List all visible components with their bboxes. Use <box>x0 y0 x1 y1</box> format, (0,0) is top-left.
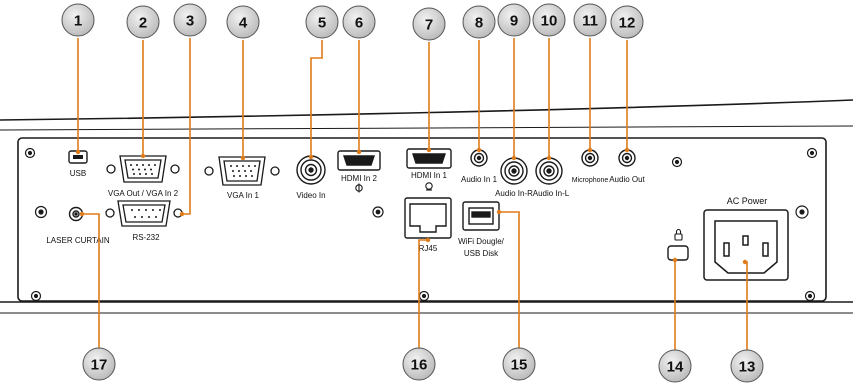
rs232-label: RS-232 <box>132 233 160 242</box>
rs232-port <box>105 200 183 227</box>
callout-10: 10 <box>532 3 566 37</box>
callout-11: 11 <box>573 3 607 37</box>
callout-number: 5 <box>318 15 326 32</box>
audio-in-r-port <box>500 157 528 185</box>
projector-housing <box>0 99 853 314</box>
callout-number: 6 <box>355 15 363 32</box>
rj45-label: RJ45 <box>419 244 438 253</box>
microphone-port <box>581 149 599 167</box>
wifi-label-line1: WiFi Dougle/ <box>458 237 505 246</box>
callout-number: 14 <box>667 359 684 376</box>
audio-in-r-label: Audio In-R <box>495 189 533 198</box>
callout-16: 16 <box>402 347 436 381</box>
callout-3: 3 <box>173 3 207 37</box>
callout-5: 5 <box>305 5 339 39</box>
vga-in1-label: VGA In 1 <box>227 191 260 200</box>
callout-number: 9 <box>510 13 518 30</box>
vga-out-port <box>106 155 180 183</box>
screw <box>34 205 48 219</box>
security-lock-icon <box>674 228 683 241</box>
usb-label: USB <box>70 169 86 178</box>
panel-screws <box>24 147 818 302</box>
callout-number: 13 <box>739 359 756 376</box>
vga-out-label: VGA Out / VGA In 2 <box>108 189 179 198</box>
callout-number: 12 <box>619 15 636 32</box>
callout-7: 7 <box>412 7 446 41</box>
callout-number: 3 <box>186 13 194 30</box>
callout-number: 2 <box>139 15 147 32</box>
audio-in-l-label: Audio In-L <box>533 189 570 198</box>
hdmi1-port <box>406 148 452 169</box>
hdmi2-indicator-icon <box>355 183 363 193</box>
housing-top-edge <box>0 99 853 121</box>
screw <box>30 290 42 302</box>
callout-number: 11 <box>582 13 598 30</box>
laser-curtain-label: LASER CURTAIN <box>46 236 109 245</box>
callout-17: 17 <box>82 347 116 381</box>
callout-1: 1 <box>61 3 95 37</box>
callout-number: 7 <box>425 17 433 34</box>
callout-number: 15 <box>511 357 528 374</box>
callout-4: 4 <box>226 5 260 39</box>
microphone-label: Microphone <box>572 177 609 184</box>
wifi-label-line2: USB Disk <box>464 249 499 258</box>
callout-9: 9 <box>497 3 531 37</box>
audio-in-l-port <box>535 157 563 185</box>
video-in-label: Video In <box>296 191 325 200</box>
housing-top-inner-edge <box>0 125 853 131</box>
ac-power-socket <box>703 209 789 281</box>
callout-13: 13 <box>730 349 764 383</box>
callout-number: 4 <box>239 15 248 32</box>
screw <box>24 147 36 159</box>
callout-number: 16 <box>411 357 428 374</box>
wifi-usb-port <box>462 201 500 231</box>
audio-in1-port <box>470 149 488 167</box>
screw <box>372 206 384 218</box>
connector-line <box>499 211 520 348</box>
screw <box>804 290 816 302</box>
callout-number: 8 <box>475 15 483 32</box>
callout-number: 10 <box>541 13 558 30</box>
callout-12: 12 <box>610 5 644 39</box>
callout-14: 14 <box>658 349 692 383</box>
audio-out-port <box>618 149 636 167</box>
screw <box>671 156 683 168</box>
audio-in1-label: Audio In 1 <box>461 175 498 184</box>
video-in-port <box>296 155 326 185</box>
screw <box>418 290 430 302</box>
callout-15: 15 <box>502 347 536 381</box>
callout-8: 8 <box>462 5 496 39</box>
screw <box>795 205 809 219</box>
connector-line <box>82 213 100 348</box>
audio-out-label: Audio Out <box>609 175 645 184</box>
hdmi2-label: HDMI In 2 <box>341 174 378 183</box>
callout-6: 6 <box>342 5 376 39</box>
connector-line <box>310 40 323 157</box>
screw <box>806 147 818 159</box>
rj45-port <box>404 197 452 239</box>
vga-in1-port <box>204 156 280 186</box>
hdmi1-label: HDMI In 1 <box>411 171 448 180</box>
laser-curtain-port <box>68 206 84 222</box>
callout-number: 17 <box>91 357 108 374</box>
connector-line <box>418 239 428 348</box>
callout-2: 2 <box>126 5 160 39</box>
callout-number: 1 <box>74 13 82 30</box>
ac-power-label: AC Power <box>727 196 768 206</box>
hdmi1-mhl-icon <box>425 182 433 191</box>
security-slot <box>667 245 689 261</box>
connector-endpoints <box>75 147 748 265</box>
connector-line <box>182 38 191 215</box>
